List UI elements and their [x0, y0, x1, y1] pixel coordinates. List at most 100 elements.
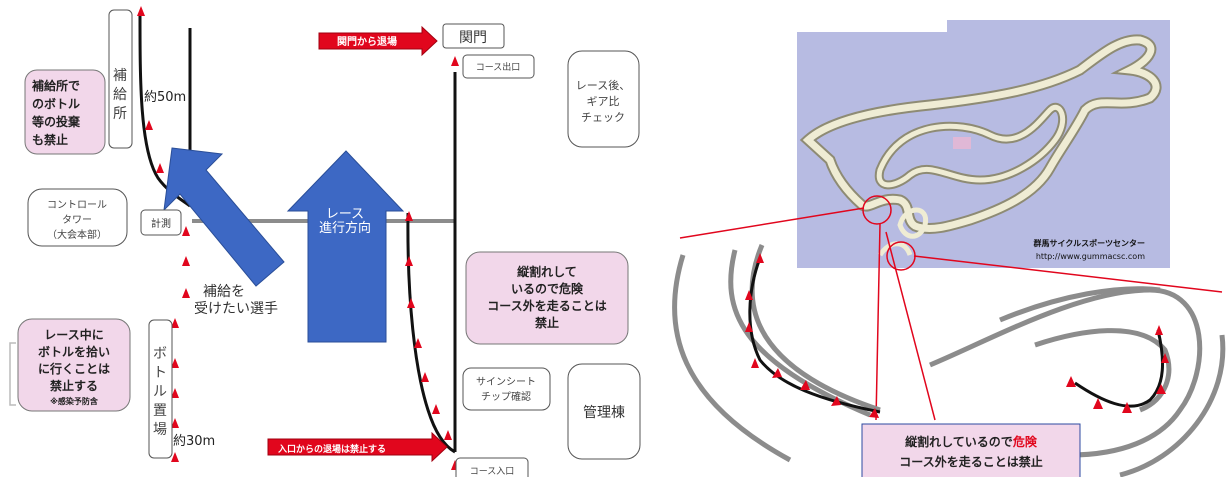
danger-note-box [465, 251, 629, 345]
warning-line-2: コース外を走ることは禁止 [899, 454, 1042, 469]
timing-label: 計測 [151, 217, 171, 230]
left-course-diagram: 補給所で のボトル 等の投棄 も禁止 補 給 所 約50m コントロール タワー… [9, 6, 641, 477]
supply-rider-arrow [163, 147, 285, 287]
svg-text:禁止する: 禁止する [50, 378, 98, 393]
signsheet-label: サインシート チップ確認 [476, 376, 536, 403]
svg-text:サインシート: サインシート [476, 376, 536, 388]
supply-rider-label: 補給を 受けたい選手 [194, 284, 278, 317]
svg-text:ト: ト [153, 365, 167, 381]
svg-text:給: 給 [113, 87, 127, 103]
svg-text:ル: ル [153, 384, 167, 400]
svg-text:補給を: 補給を [203, 284, 245, 300]
signsheet-box [462, 367, 551, 411]
svg-text:ボ: ボ [153, 346, 167, 362]
svg-text:タワー: タワー [62, 214, 92, 226]
arrow-marker [432, 404, 440, 414]
highlight-circle [862, 195, 892, 225]
arrow-marker [171, 358, 179, 368]
arrow-marker [182, 256, 190, 266]
zoomed-course-line-right [1074, 329, 1164, 408]
entrance-arrow-shape [267, 431, 448, 463]
red-arrow-markers-right [405, 56, 459, 470]
svg-text:ボトルを拾い: ボトルを拾い [38, 344, 110, 359]
entrance-arrow-label: 入口からの退場は禁止する [277, 443, 386, 455]
course-exit-box [462, 54, 535, 79]
svg-text:禁止: 禁止 [535, 315, 559, 330]
svg-text:チェック: チェック [581, 111, 625, 124]
svg-text:等の投棄: 等の投棄 [31, 114, 81, 129]
timing-box [140, 209, 182, 236]
bracket-mark [9, 342, 16, 406]
arrow-marker [772, 368, 782, 378]
arrow-marker [756, 253, 764, 263]
svg-text:縦割れして: 縦割れして [517, 264, 577, 279]
arrow-marker [1093, 398, 1103, 409]
svg-text:コントロール: コントロール [47, 200, 107, 211]
admin-building-label: 管理棟 [583, 405, 625, 421]
svg-text:レース: レース [326, 207, 364, 222]
arrow-marker [171, 318, 179, 328]
arrow-marker [751, 358, 759, 368]
arrow-marker [831, 396, 841, 406]
arrow-marker [182, 226, 190, 236]
arrow-marker [414, 338, 422, 348]
supply-ban-note: 補給所で のボトル 等の投棄 も禁止 [31, 78, 81, 147]
arrow-marker [1161, 353, 1169, 363]
svg-text:進行方向: 進行方向 [319, 220, 371, 236]
arrow-marker [156, 163, 164, 173]
arrow-marker [444, 430, 452, 440]
gear-check-box [567, 50, 640, 148]
svg-text:ギア比: ギア比 [587, 95, 620, 108]
control-tower-label: コントロール タワー （大会本部） [47, 200, 107, 241]
bottle-area-box [148, 319, 173, 459]
gate-label: 関門 [459, 30, 487, 46]
warning-box [861, 423, 1081, 477]
callout-lines [679, 207, 1223, 421]
arrow-marker [1156, 384, 1166, 394]
arrow-marker [869, 408, 879, 418]
supply-ban-note-box [24, 69, 106, 155]
red-arrow-markers-zoom [745, 253, 1169, 418]
gate-exit-arrow-label: 関門から退場 [337, 35, 397, 48]
arrow-marker [407, 298, 415, 308]
svg-text:所: 所 [113, 106, 127, 122]
arrow-marker [1066, 376, 1076, 387]
gear-check-label: レース後、 ギア比 チェック [576, 78, 630, 124]
arrow-marker [171, 452, 179, 462]
distance-50m-label: 約50m [144, 90, 186, 105]
race-direction-arrow [286, 150, 405, 343]
svg-text:いるので危険: いるので危険 [511, 281, 584, 296]
course-entrance-box [455, 457, 529, 477]
danger-note: 縦割れして いるので危険 コース外を走ることは 禁止 [487, 264, 606, 330]
control-tower-box [27, 188, 128, 247]
arrow-marker [182, 288, 190, 298]
red-arrow-markers-left [137, 6, 190, 462]
svg-text:受けたい選手: 受けたい選手 [194, 301, 278, 317]
svg-text:に行くことは: に行くことは [38, 361, 110, 376]
zoomed-course-line-left [748, 257, 881, 414]
arrow-marker [451, 56, 459, 66]
arrow-marker [145, 120, 153, 130]
gate-box [442, 23, 505, 49]
svg-text:も禁止: も禁止 [32, 132, 68, 147]
svg-text:レース後、: レース後、 [576, 78, 630, 92]
race-direction-label: レース 進行方向 [319, 207, 371, 236]
gate-exit-arrow-shape [318, 25, 438, 57]
course-map-image: 群馬サイクルスポーツセンター http://www.gummacsc.com [797, 20, 1170, 268]
arrow-marker [421, 372, 429, 382]
infection-note: ※感染予防含 [50, 396, 99, 406]
course-curve-right [406, 212, 456, 454]
bottle-area-label: ボ ト ル 置 場 [153, 346, 167, 438]
arrow-marker [745, 322, 753, 332]
svg-text:レース中に: レース中に [44, 327, 103, 342]
arrow-marker [405, 256, 413, 266]
course-entrance-label: コース入口 [470, 466, 515, 477]
arrow-marker [1122, 402, 1132, 413]
map-title: 群馬サイクルスポーツセンター [1033, 238, 1145, 248]
svg-text:補: 補 [113, 68, 127, 84]
right-course-diagram: 群馬サイクルスポーツセンター http://www.gummacsc.com [672, 20, 1226, 477]
arrow-marker [745, 290, 753, 300]
arrow-marker [800, 380, 810, 390]
course-exit-label: コース出口 [476, 61, 521, 73]
